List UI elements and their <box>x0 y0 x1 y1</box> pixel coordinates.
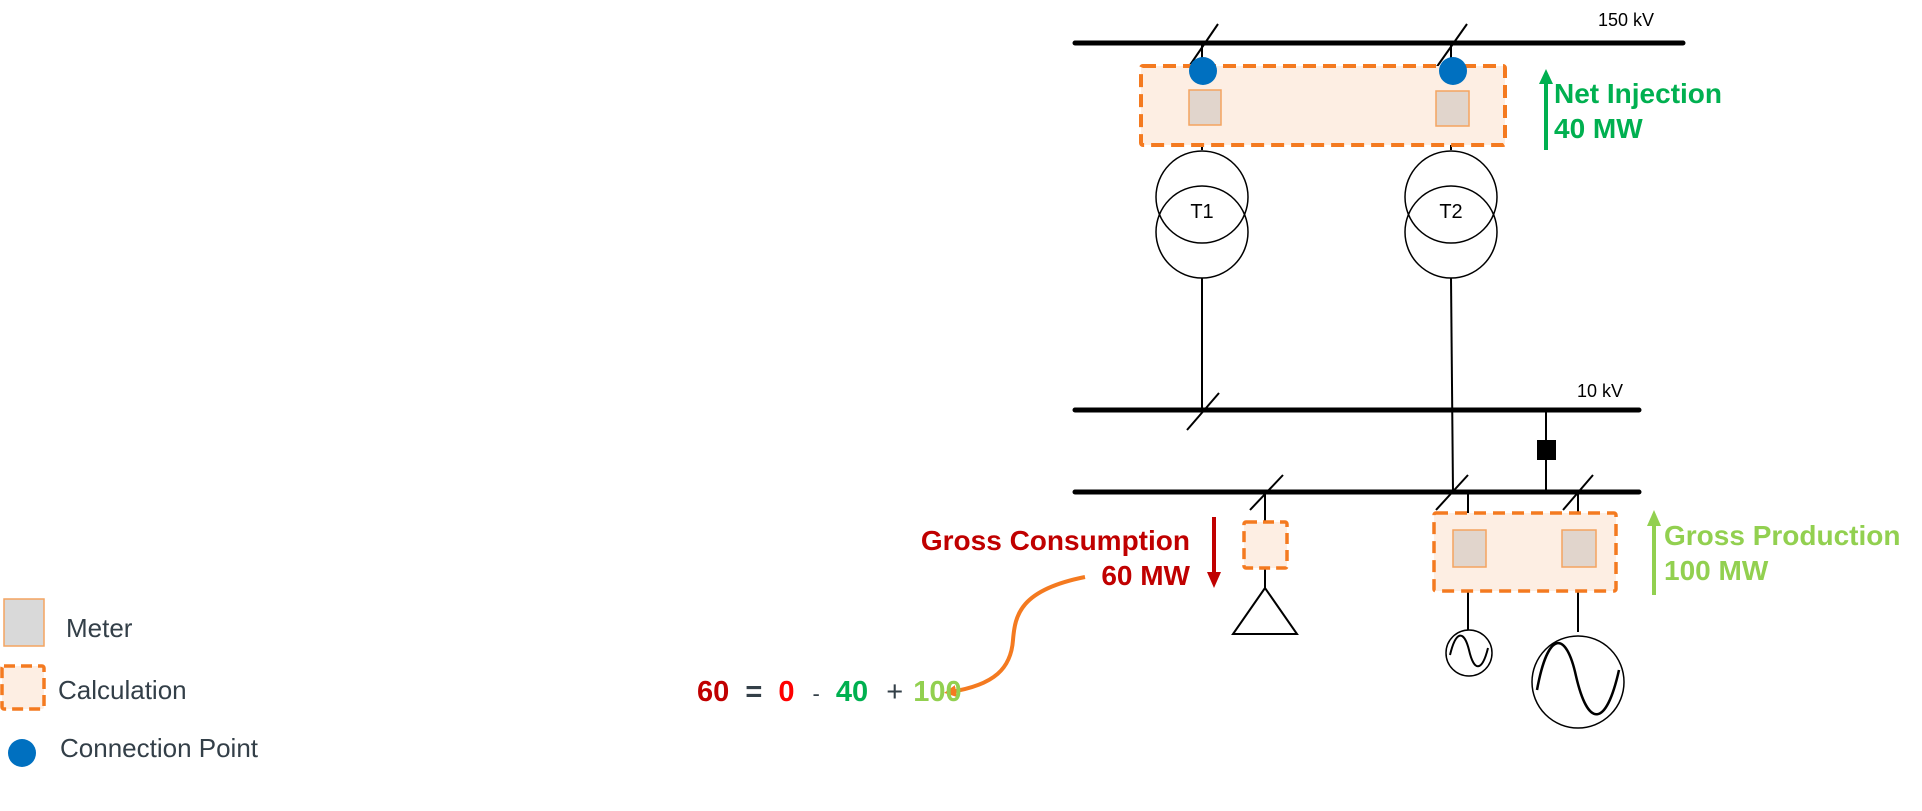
legend-calculation-swatch <box>0 664 46 711</box>
transformer-t2: T2 <box>1404 150 1498 279</box>
legend-calculation-label: Calculation <box>58 675 187 705</box>
equation-op1: - <box>813 681 820 706</box>
meter-production-2 <box>1561 529 1597 568</box>
generator-small-icon <box>1445 629 1493 677</box>
gross-consumption-title: Gross Consumption <box>921 525 1190 556</box>
gross-production-value: 100 MW <box>1664 555 1769 586</box>
legend-meter-label: Meter <box>66 613 133 643</box>
equation-term1: 0 <box>778 676 794 708</box>
transformer-t1-label: T1 <box>1190 201 1213 223</box>
legend-connection-point-label: Connection Point <box>60 733 259 763</box>
net-injection-value: 40 MW <box>1554 113 1643 144</box>
connection-point-t1 <box>1189 57 1217 85</box>
connection-point-t2 <box>1439 57 1467 85</box>
legend-connection-point-swatch <box>8 739 36 767</box>
transformer-t1: T1 <box>1155 150 1249 279</box>
bus-10kv-label: 10 kV <box>1577 381 1623 401</box>
generator-large-icon <box>1531 635 1625 729</box>
equation-term3: 100 <box>913 676 961 708</box>
bus-150kv-label: 150 kV <box>1598 10 1654 30</box>
breaker-tick-t1-mv <box>1186 392 1220 431</box>
calculation-box-net-injection <box>1139 64 1507 147</box>
equation-equals: = <box>745 676 762 708</box>
meter-t2 <box>1435 90 1470 127</box>
equation-term2: 40 <box>836 676 868 708</box>
equation: 60 = 0 - 40 + 100 <box>697 676 962 708</box>
calculation-box-consumption <box>1242 520 1289 570</box>
gross-production-title: Gross Production <box>1664 520 1900 551</box>
meter-production-1 <box>1452 529 1487 568</box>
legend-meter-swatch <box>3 598 45 647</box>
curved-arrow <box>944 575 1086 698</box>
load-triangle-icon <box>1231 586 1299 635</box>
equation-op2: + <box>886 676 903 708</box>
transformer-t2-label: T2 <box>1439 201 1462 223</box>
meter-t1 <box>1188 89 1222 126</box>
equation-result: 60 <box>697 676 729 708</box>
legend: Meter Calculation Connection Point <box>0 598 259 767</box>
gross-consumption-value: 60 MW <box>1101 560 1190 591</box>
bus-coupler <box>1537 440 1556 460</box>
net-injection-title: Net Injection <box>1554 78 1722 109</box>
